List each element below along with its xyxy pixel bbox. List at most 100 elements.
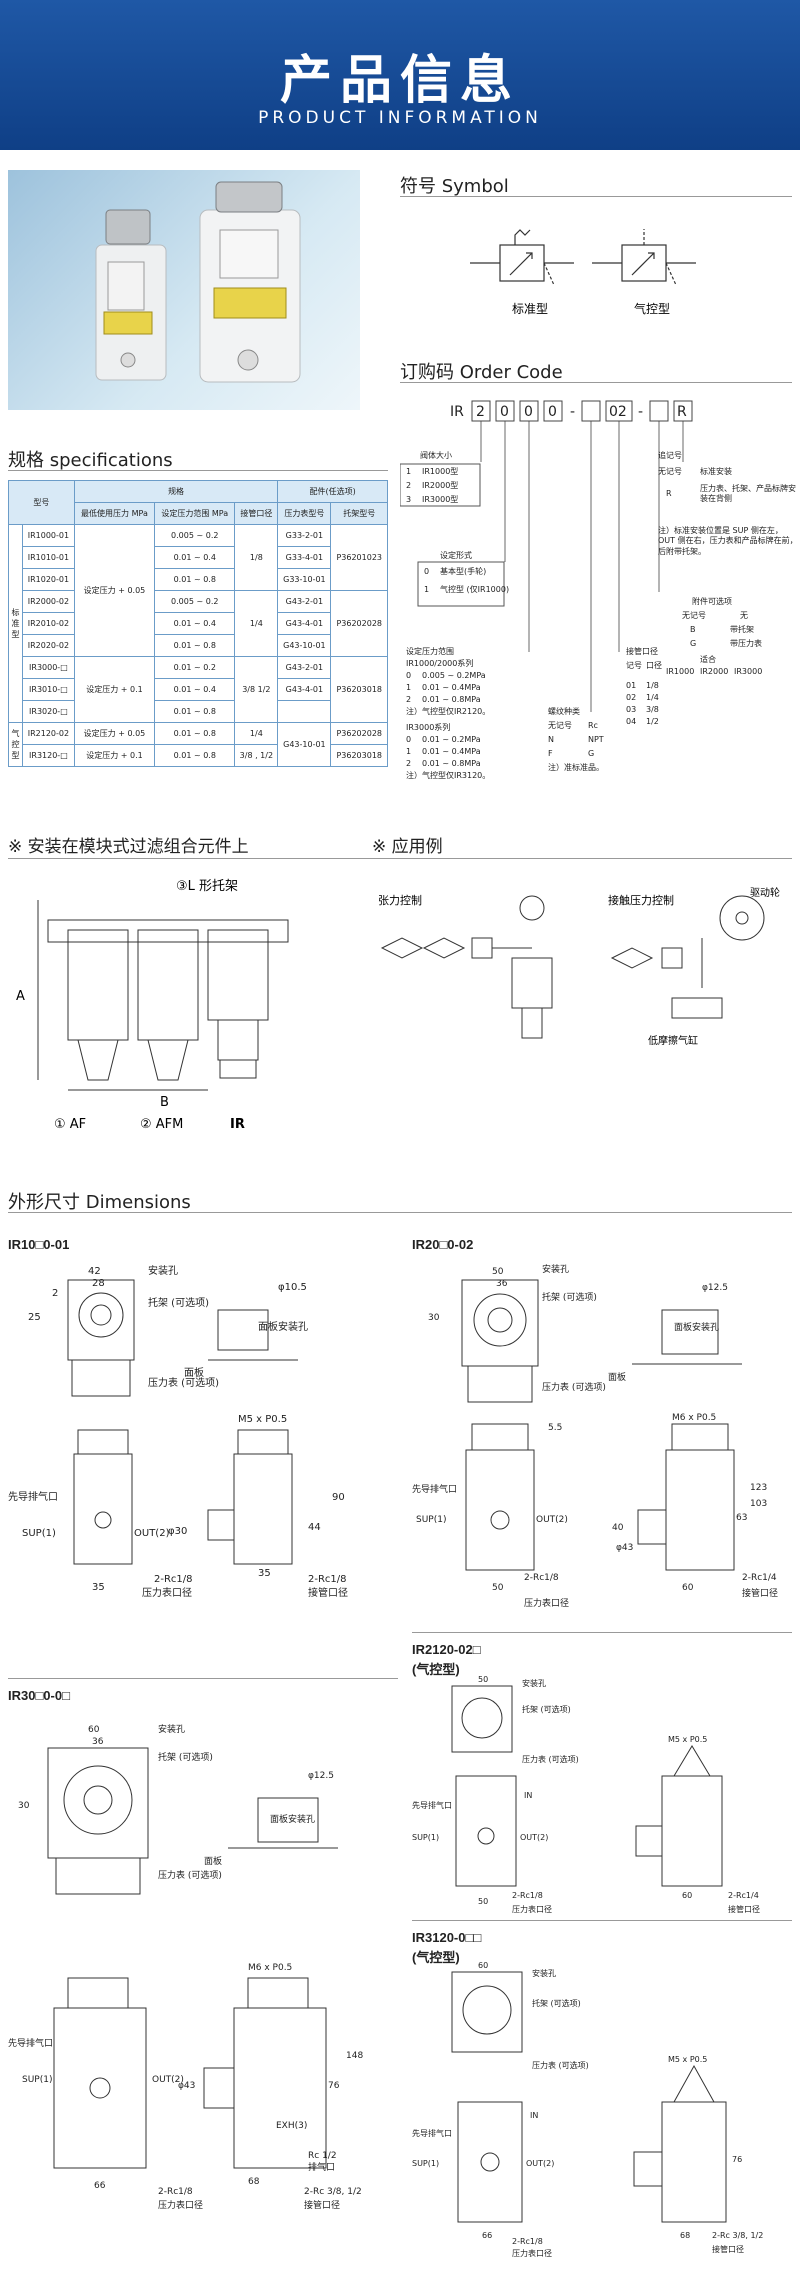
body-size-value: IR1000型 <box>422 467 458 476</box>
spec-group-standard: 标准型 <box>8 524 23 723</box>
spec-model: IR2120-02 <box>22 722 75 745</box>
code-zero: 0 <box>548 404 557 420</box>
dim-label: 28 <box>92 1278 105 1289</box>
port-title: 接管口径 <box>626 646 658 656</box>
spec-range: 0.01 ~ 0.8 <box>154 722 236 745</box>
spec-header-port: 接管口径 <box>234 502 279 525</box>
range-value: 0.01 ~ 0.8MPa <box>422 759 481 768</box>
spec-gauge: G43-10-01 <box>277 722 332 767</box>
setting-type-title: 设定形式 <box>440 550 472 560</box>
dimensions-section-title: 外形尺寸 Dimensions <box>8 1192 191 1213</box>
range-code: 1 <box>406 747 411 756</box>
panel-hole-label: 面板安装孔 <box>258 1320 308 1333</box>
gauge-option-label: 压力表 (可选项) <box>158 1869 222 1881</box>
ir3120-drawing: 60 安装孔 托架 (可选项) 压力表 (可选项) 先导排气口 SUP(1) O… <box>412 1962 763 2258</box>
suffix-code: R <box>666 489 672 498</box>
pilot-exhaust-label: 先导排气口 <box>8 1490 58 1503</box>
port-thread-label: 2-Rc1/8 <box>154 1574 193 1585</box>
code-dash: - <box>570 404 575 420</box>
port-thread-label: 2-Rc1/8 <box>308 1574 347 1585</box>
gauge-port-label: 压力表口径 <box>512 1904 552 1914</box>
code-body-size: 2 <box>476 404 485 420</box>
out-port-label: OUT(2) <box>526 2159 554 2168</box>
suffix-value: 标准安装 <box>700 466 732 476</box>
port-thread-label: 2-Rc1/8 <box>512 2237 543 2246</box>
spec-gauge: G43-2-01 <box>277 590 332 613</box>
dim-label: 42 <box>88 1266 101 1277</box>
dim-label: 76 <box>732 2155 742 2164</box>
dim-label: φ12.5 <box>308 1771 334 1781</box>
pilot-exhaust-label: 先导排气口 <box>412 2128 452 2138</box>
body-size-code: 3 <box>406 495 411 504</box>
code-range: 0 <box>524 404 533 420</box>
dim-title-ir10: IR10□0-01 <box>8 1237 70 1252</box>
range-series-b: IR3000系列 <box>406 722 450 732</box>
range-code: 0 <box>406 735 411 744</box>
in-port-label: IN <box>524 1791 532 1800</box>
symbol-section-title: 符号 Symbol <box>400 176 509 197</box>
dim-label: 25 <box>28 1312 41 1323</box>
divider <box>400 196 792 197</box>
dim-label: 44 <box>308 1522 321 1533</box>
spec-port: 1/8 <box>234 524 279 591</box>
option-code: G <box>690 639 696 648</box>
port-header: 记号 <box>626 661 642 670</box>
cylinder-label: 低摩擦气缸 <box>648 1034 698 1047</box>
dim-subtitle-ir3120: (气控型) <box>412 1950 460 1965</box>
spec-model: IR2000-02 <box>22 590 75 613</box>
thread-m5-label: M5 x P0.5 <box>668 1735 707 1744</box>
product-photo-illustration <box>95 181 301 383</box>
dim-label: φ43 <box>178 2081 195 2091</box>
panel-label: 面板 <box>204 1855 222 1867</box>
dim-label: 50 <box>478 1897 488 1906</box>
page-title: 产品信息 <box>279 51 520 111</box>
combo-afm-label: ② AFM <box>140 1117 183 1132</box>
spec-gauge: G43-10-01 <box>277 634 332 657</box>
spec-bracket: P36203018 <box>330 656 388 723</box>
port-code: 02 <box>626 693 636 702</box>
body-size-code: 1 <box>406 467 411 476</box>
gauge-port-label: 压力表口径 <box>512 2248 552 2258</box>
setting-code: 0 <box>424 567 429 576</box>
range-value: 0.005 ~ 0.2MPa <box>422 671 486 680</box>
port-thread-label: 2-Rc1/4 <box>728 1891 759 1900</box>
filter-combo-diagram: ③L 形托架 A B ① AF ② AFM IR <box>16 879 289 1132</box>
filter-combo-title: ※ 安装在模块式过滤组合元件上 <box>8 837 249 857</box>
bracket-option-label: 托架 (可选项) <box>532 1998 581 2008</box>
spec-gauge: G43-2-01 <box>277 656 332 679</box>
divider <box>8 1678 398 1679</box>
port-header: IR2000 <box>700 667 728 676</box>
combo-af-label: ① AF <box>54 1117 86 1132</box>
dim-label: 60 <box>478 1962 488 1970</box>
bracket-option-label: 托架 (可选项) <box>542 1291 597 1303</box>
dim-label: 36 <box>92 1737 104 1747</box>
spec-port: 3/8 , 1/2 <box>234 744 279 767</box>
pipe-port-label: 接管口径 <box>304 2199 340 2211</box>
divider <box>412 1632 792 1633</box>
out-port-label: OUT(2) <box>134 1528 170 1539</box>
gauge-option-label: 压力表 (可选项) <box>532 2060 589 2070</box>
dim-subtitle-ir2120: (气控型) <box>412 1662 460 1677</box>
header-banner: 产品信息 PRODUCT INFORMATION <box>0 0 800 150</box>
thread-m5-label: M5 x P0.5 <box>668 2055 707 2064</box>
mount-hole-label: 安装孔 <box>522 1678 546 1688</box>
dim-label: 50 <box>492 1267 504 1277</box>
thread-code: F <box>548 749 553 758</box>
sup-port-label: SUP(1) <box>22 1528 56 1539</box>
dim-title-ir30: IR30□0-0□ <box>8 1688 70 1703</box>
pilot-exhaust-label: 先导排气口 <box>412 1800 452 1810</box>
spec-header-spec: 规格 <box>73 480 279 503</box>
spec-gauge <box>277 700 332 723</box>
spec-range: 0.01 ~ 0.4 <box>154 612 236 635</box>
body-size-value: IR3000型 <box>422 495 458 504</box>
port-size: 3/8 <box>646 705 659 714</box>
sup-port-label: SUP(1) <box>416 1515 446 1525</box>
option-value: 带压力表 <box>730 638 762 648</box>
range-title: 设定压力范围 <box>406 646 454 656</box>
spec-gauge: G33-2-01 <box>277 524 332 547</box>
combo-dim-a: A <box>16 989 25 1004</box>
spec-header-gauge: 压力表型号 <box>277 502 332 525</box>
out-port-label: OUT(2) <box>536 1515 568 1525</box>
sup-port-label: SUP(1) <box>22 2075 52 2085</box>
